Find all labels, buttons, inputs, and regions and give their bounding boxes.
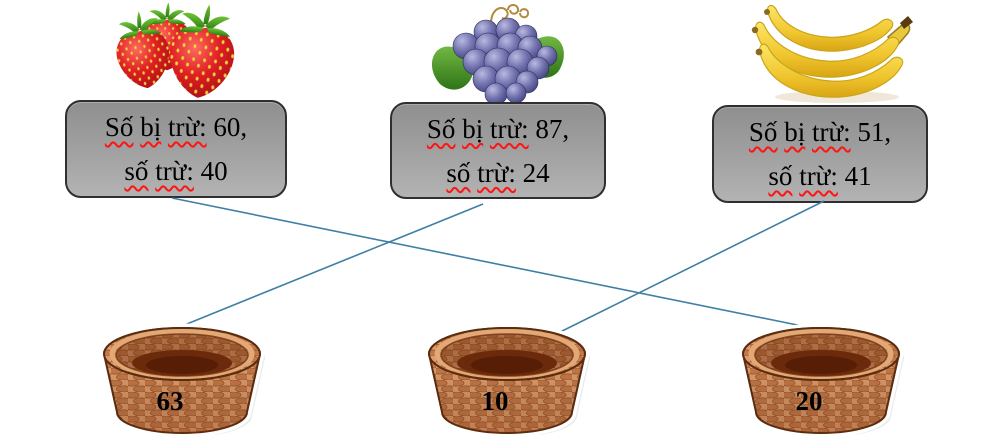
card-word: trừ: [167,112,207,142]
card-strawberries[interactable]: Số bị trừ: 60, số trừ: 40 [65,100,287,198]
card-line: Số bị trừ: 60, [105,106,247,148]
card-word: số [124,156,149,186]
connector-line-card2-basket1 [176,203,484,329]
card-word: bị [462,113,484,144]
card-word: số [446,157,471,188]
card-bananas[interactable]: Số bị trừ: 51, số trừ: 41 [712,105,928,203]
card-word: Số [426,113,456,144]
card-word: Số [104,112,134,142]
card-word: trừ: [155,156,194,186]
basket-1[interactable]: 63 [94,320,270,435]
card-minuend: 60, [213,112,248,142]
basket-3-value: 20 [795,386,823,416]
card-subtrahend: 40 [200,156,228,186]
card-word: trừ: [799,161,838,191]
card-minuend: 87, [535,113,570,144]
card-word: bị [784,117,806,147]
card-subtrahend: 41 [844,161,872,191]
card-line: Số bị trừ: 51, [749,111,891,153]
basket-2-value: 10 [481,386,509,416]
card-line: số trừ: 24 [446,152,549,194]
card-line: Số bị trừ: 87, [427,108,569,150]
basket-1-value: 63 [156,386,184,416]
basket-2[interactable]: 10 [419,320,595,435]
card-subtrahend: 24 [522,157,550,188]
strawberries-icon [105,2,255,102]
card-line: số trừ: 40 [124,150,227,192]
basket-3[interactable]: 20 [733,320,909,435]
card-line: số trừ: 41 [768,155,871,197]
card-minuend: 51, [857,117,892,147]
card-word: trừ: [477,157,516,188]
card-word: Số [748,117,778,147]
card-word: bị [140,112,162,142]
connector-line-card1-basket3 [171,197,823,331]
bananas-icon [742,3,917,103]
card-grapes[interactable]: Số bị trừ: 87, số trừ: 24 [390,102,606,199]
card-word: trừ: [489,113,529,144]
card-word: số [768,161,793,191]
card-word: trừ: [811,117,851,147]
grapes-icon [420,0,570,105]
